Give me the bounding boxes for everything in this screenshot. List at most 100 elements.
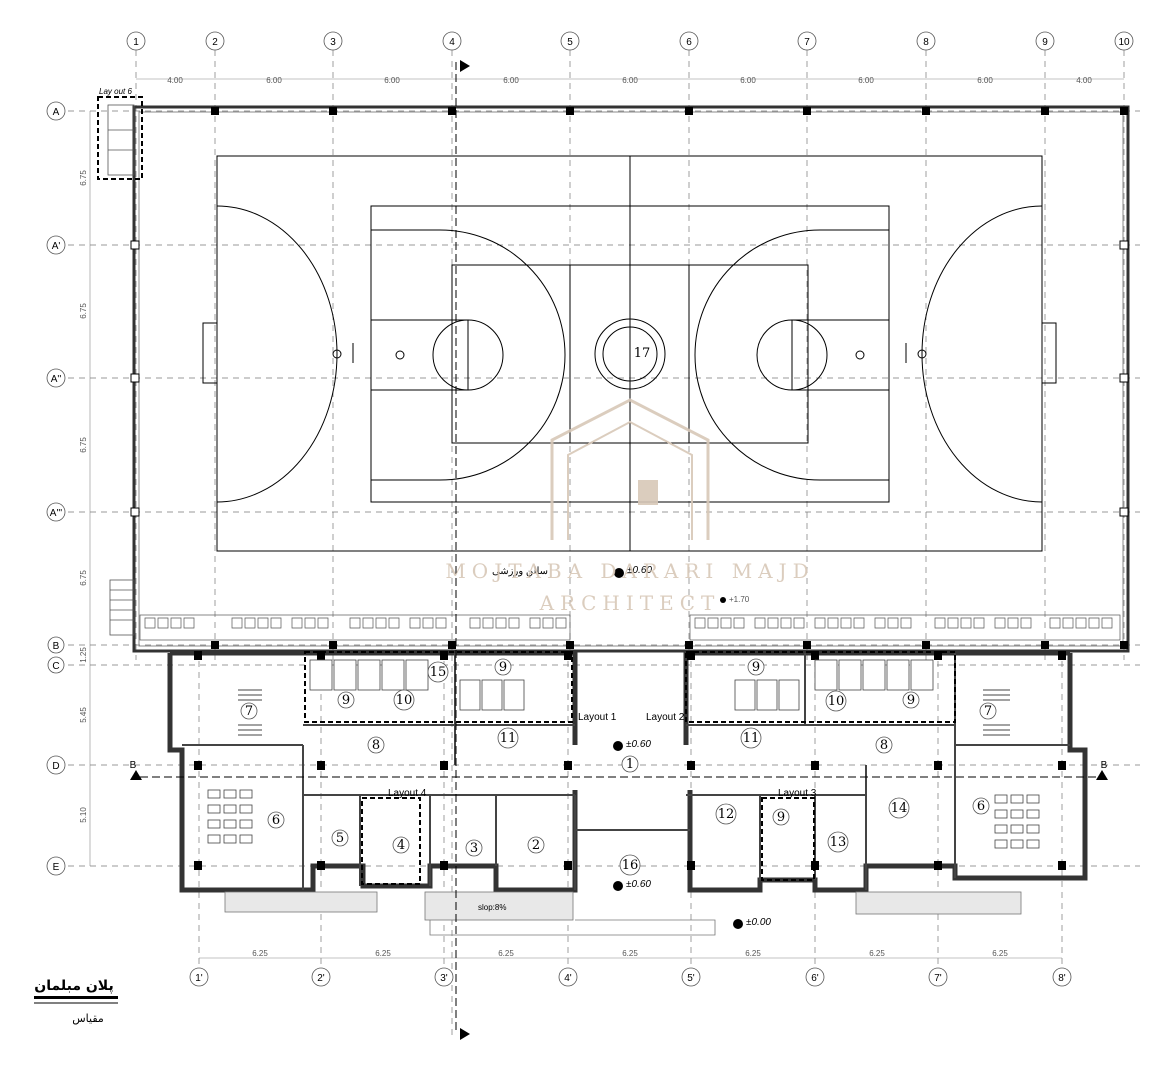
room-tag: 9 <box>494 658 512 676</box>
watermark-line1: MOJTABA DARARI MAJD <box>445 559 814 583</box>
exterior-ramps <box>224 891 1022 936</box>
svg-text:5': 5' <box>687 973 695 984</box>
room-tag: 7 <box>979 702 997 720</box>
svg-text:+1.70: +1.70 <box>729 595 750 604</box>
layout2-label: Layout 2 <box>646 712 685 723</box>
svg-text:6.00: 6.00 <box>858 76 874 85</box>
axis-bubble: 7' <box>928 967 948 987</box>
svg-text:6.75: 6.75 <box>79 303 88 319</box>
svg-text:C: C <box>52 661 59 672</box>
svg-text:6.75: 6.75 <box>79 170 88 186</box>
axis-bubble: 8' <box>1052 967 1072 987</box>
room-tag: 2 <box>527 836 545 854</box>
left-axis-bubbles: A A' A'' A''' B C D E <box>46 101 66 876</box>
svg-text:10: 10 <box>396 693 413 708</box>
svg-text:B: B <box>53 641 60 652</box>
room-tag: 9 <box>747 658 765 676</box>
svg-text:±0.60: ±0.60 <box>627 565 652 576</box>
watermark: MOJTABA DARARI MAJD ARCHITECT <box>445 398 814 615</box>
svg-text:3': 3' <box>440 973 448 984</box>
svg-text:9: 9 <box>1042 37 1048 48</box>
room-tag: 8 <box>875 736 893 754</box>
svg-text:±0.00: ±0.00 <box>746 917 771 928</box>
axis-bubble: 1 <box>126 31 146 51</box>
room-tag: 7 <box>240 702 258 720</box>
svg-text:A': A' <box>52 241 61 252</box>
svg-text:6.25: 6.25 <box>622 949 638 958</box>
axis-bubble: 2 <box>205 31 225 51</box>
svg-text:3: 3 <box>470 841 478 856</box>
svg-text:A''': A''' <box>50 508 62 519</box>
svg-text:9: 9 <box>752 660 760 675</box>
svg-text:7: 7 <box>984 704 992 719</box>
svg-text:6.00: 6.00 <box>977 76 993 85</box>
svg-text:4.00: 4.00 <box>167 76 183 85</box>
room-tag: 10 <box>825 690 847 712</box>
bleacher-seats <box>139 614 1121 641</box>
svg-text:8: 8 <box>372 738 380 753</box>
axis-bubble: 8 <box>916 31 936 51</box>
svg-text:15: 15 <box>430 665 447 680</box>
level-marker: +1.70 <box>720 595 750 604</box>
room-tag: 13 <box>827 831 849 853</box>
hall-name: سالن ورزشی <box>492 566 548 577</box>
svg-text:12: 12 <box>718 807 735 822</box>
level-marker: ±0.60 <box>613 739 651 751</box>
svg-text:6.25: 6.25 <box>375 949 391 958</box>
axis-bubble: A'' <box>46 368 66 388</box>
axis-bubble: C <box>47 656 65 674</box>
svg-text:6.00: 6.00 <box>622 76 638 85</box>
axis-bubble: 5' <box>681 967 701 987</box>
svg-text:6.25: 6.25 <box>869 949 885 958</box>
svg-text:5: 5 <box>567 37 573 48</box>
annex-columns <box>194 651 1066 870</box>
top-axis-bubbles: 1 2 3 4 5 6 7 8 9 10 <box>126 31 1134 51</box>
room-tag: 10 <box>393 689 415 711</box>
layout4-label: Layout 4 <box>388 788 427 799</box>
svg-text:9: 9 <box>342 693 350 708</box>
bottom-axis-bubbles: 1' 2' 3' 4' 5' 6' 7' 8' <box>189 967 1072 987</box>
axis-bubble: 3 <box>323 31 343 51</box>
level-marker: ±0.00 <box>733 917 771 929</box>
svg-text:6.25: 6.25 <box>745 949 761 958</box>
svg-text:±0.60: ±0.60 <box>626 879 651 890</box>
axis-bubble: A' <box>46 235 66 255</box>
svg-text:E: E <box>53 862 60 873</box>
left-dimension-line: 6.75 6.75 6.75 6.75 1.25 5.45 5.10 <box>79 111 91 866</box>
axis-bubble: E <box>46 856 66 876</box>
layout-boxes <box>97 96 956 885</box>
svg-text:6: 6 <box>977 799 985 814</box>
level-marker: ±0.60 <box>613 879 651 891</box>
watermark-line2: ARCHITECT <box>539 591 721 615</box>
slope-note: slop:8% <box>478 903 506 912</box>
room-tag: 3 <box>465 839 483 857</box>
svg-text:6.75: 6.75 <box>79 570 88 586</box>
axis-bubble: 4' <box>558 967 578 987</box>
axis-bubble: D <box>46 755 66 775</box>
svg-text:10: 10 <box>828 694 845 709</box>
drawing-scale: مقیاس <box>72 1012 104 1025</box>
sports-hall <box>107 104 1130 653</box>
room-numbers: 1 2 3 4 5 6 6 7 7 8 8 9 9 9 9 9 10 10 11… <box>240 346 997 876</box>
svg-text:8: 8 <box>923 37 929 48</box>
svg-text:6.25: 6.25 <box>498 949 514 958</box>
room-tag: 17 <box>634 346 651 361</box>
room-tag: 15 <box>427 661 449 683</box>
svg-text:5.45: 5.45 <box>79 707 88 723</box>
section-line: B B <box>130 60 1108 1040</box>
svg-text:14: 14 <box>891 801 908 816</box>
top-dimension-line: 4.00 6.00 6.00 6.00 6.00 6.00 6.00 6.00 … <box>136 76 1124 85</box>
layout1-label: Layout 1 <box>578 712 617 723</box>
svg-text:D: D <box>52 761 59 772</box>
svg-text:6.00: 6.00 <box>384 76 400 85</box>
grid-lines <box>68 50 1140 1040</box>
svg-text:6: 6 <box>686 37 692 48</box>
lockers <box>238 689 1010 736</box>
svg-text:10: 10 <box>1118 37 1130 48</box>
court-lines <box>202 155 1057 552</box>
svg-text:7': 7' <box>934 973 942 984</box>
toilet-cubicles-left <box>309 659 525 711</box>
svg-text:A'': A'' <box>51 374 62 385</box>
layout3-label: Layout 3 <box>778 788 817 799</box>
axis-bubble: A <box>46 101 66 121</box>
